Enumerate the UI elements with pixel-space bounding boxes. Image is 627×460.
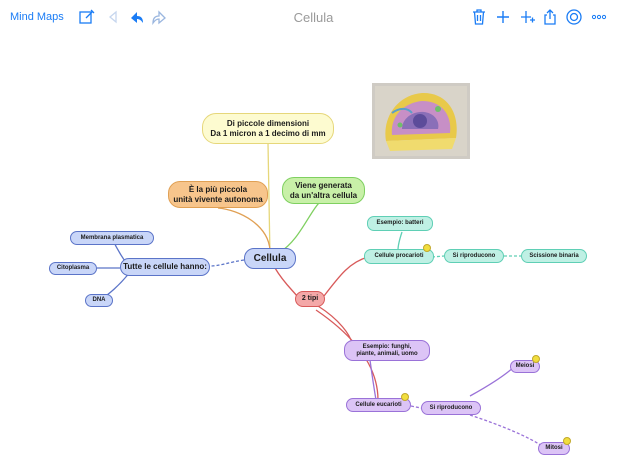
toolbar: Mind Maps Cellula [0,0,627,36]
node-eukaryotes[interactable]: Cellule eucarioti [346,398,411,412]
more-icon[interactable] [590,8,608,26]
node-meiosis[interactable]: Meiosi [510,360,540,373]
connector-mitosis [469,414,546,449]
node-eukaryotes-example[interactable]: Esempio: funghi, piante, animali, uomo [344,340,430,361]
node-size-description[interactable]: Di piccole dimensioni Da 1 micron a 1 de… [202,113,334,144]
trash-icon[interactable] [470,8,488,26]
connector-meiosis [469,366,515,397]
share-icon[interactable] [541,8,559,26]
node-cytoplasm[interactable]: Citoplasma [49,262,97,275]
node-prok-reproduce[interactable]: Si riproducono [444,249,504,263]
cell-diagram-image[interactable] [372,83,470,159]
node-prokaryotes[interactable]: Cellule procarioti [364,249,434,264]
node-root-cellula[interactable]: Cellula [244,248,296,269]
connector-prok-reproduce [431,255,445,258]
mind-maps-back-button[interactable]: Mind Maps [10,11,64,23]
note-marker-icon[interactable] [563,437,571,445]
redo-icon[interactable] [150,8,168,26]
connector-all-cells [209,259,245,267]
node-two-types[interactable]: 2 tipi [295,291,325,307]
node-dna[interactable]: DNA [85,294,113,307]
connector-orange [217,207,271,251]
node-binary-fission[interactable]: Scissione binaria [521,249,587,263]
connector-bacteria [397,231,403,251]
add-icon[interactable] [494,8,512,26]
document-title: Cellula [293,10,334,25]
undo-icon[interactable] [128,8,146,26]
connector-eukaryotes-example-to-cells [369,359,377,401]
note-marker-icon[interactable] [423,244,431,252]
undo-disabled-icon [108,10,117,24]
node-bacteria-example[interactable]: Esempio: batteri [367,216,433,231]
note-marker-icon[interactable] [401,393,409,401]
connector-prokaryotes [323,256,369,297]
edit-icon[interactable] [78,8,96,26]
node-generated-from-cell[interactable]: Viene generata da un'altra cellula [282,177,365,204]
connector-top [267,142,271,258]
node-mitosis[interactable]: Mitosi [538,442,570,455]
add-child-icon[interactable] [518,8,536,26]
node-euk-reproduce[interactable]: Si riproducono [421,401,481,415]
node-all-cells-have[interactable]: Tutte le cellule hanno: [120,258,210,276]
note-marker-icon[interactable] [532,355,540,363]
node-smallest-unit[interactable]: È la più piccola unità vivente autonoma [168,181,268,208]
node-membrane[interactable]: Membrana plasmatica [70,231,154,245]
connector-green [279,199,323,253]
style-icon[interactable] [565,8,583,26]
connector-euk-reproduce [410,405,422,409]
